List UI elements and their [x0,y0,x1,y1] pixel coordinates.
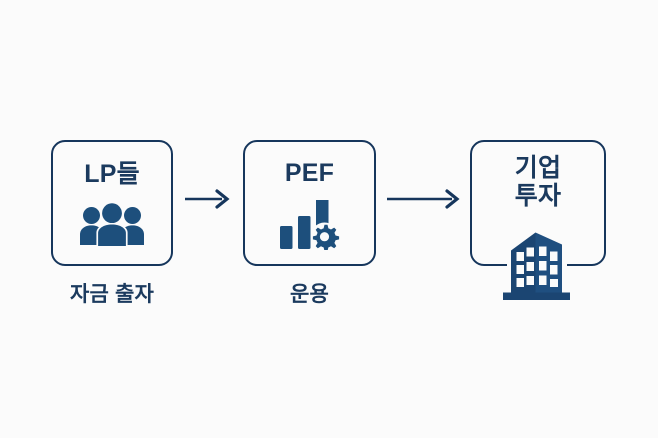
arrow-right-icon-2 [386,188,462,215]
step-caption-pef: 운용 [289,283,330,306]
step-caption-lp: 자금 출자 [69,283,155,306]
people-group-icon [79,201,145,251]
step-box-lp: LP들 [51,140,173,266]
step-title-pef: PEF [284,159,335,187]
step-title-lp: LP들 [84,160,140,188]
arrow-right-icon-1 [184,188,232,215]
bar-chart-gear-icon [279,198,341,255]
step-title-invest: 기업 투자 [514,154,562,210]
step-box-pef: PEF [243,140,376,266]
office-building-icon [499,222,577,309]
